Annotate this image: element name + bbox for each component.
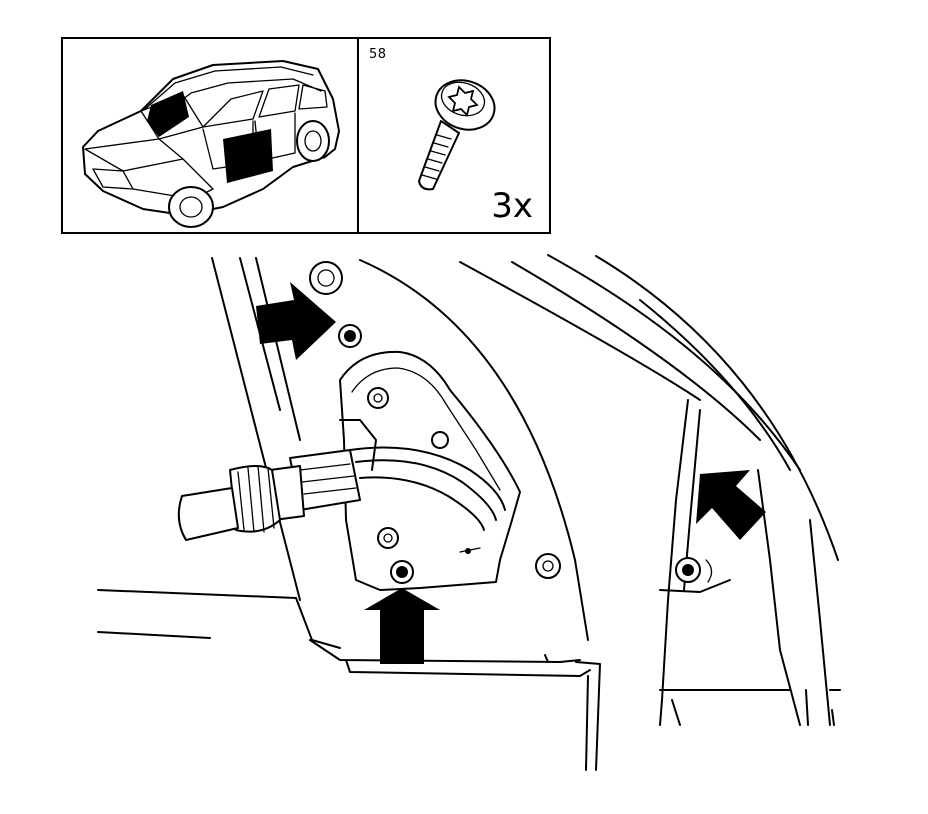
arrow-icon-right — [696, 470, 766, 540]
vehicle-location-inset — [61, 37, 359, 234]
screw-inset: 58 3x — [357, 37, 551, 234]
arrow-icon-top — [256, 282, 336, 360]
torx-screw-icon — [418, 79, 496, 191]
quantity-label: 3x — [491, 186, 533, 226]
part-code: 58 — [369, 47, 387, 62]
highlight-area-door — [223, 129, 273, 183]
highlight-area-dash — [147, 91, 189, 137]
car-location-icon — [82, 60, 340, 228]
arrow-icon-bottom — [364, 588, 440, 664]
